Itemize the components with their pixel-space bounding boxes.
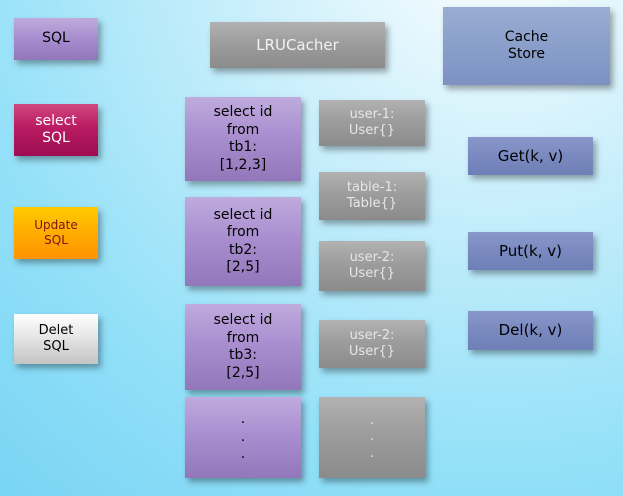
query-ellipsis-box: . . . xyxy=(185,397,301,478)
get-operation-label: Get(k, v) xyxy=(497,146,564,165)
select-sql-label: select SQL xyxy=(35,112,77,147)
del-operation-label: Del(k, v) xyxy=(498,321,563,340)
query-box-tb3-label: select id from tb3: [2,5] xyxy=(213,312,273,381)
cache-entry-user-2b-label: user-2: User{} xyxy=(348,327,396,359)
query-box-tb1: select id from tb1: [1,2,3] xyxy=(185,97,301,181)
sql-source-box: SQL xyxy=(14,18,98,60)
select-sql-box: select SQL xyxy=(14,104,98,156)
put-operation-label: Put(k, v) xyxy=(499,241,562,260)
query-ellipsis-label: . . . xyxy=(240,411,246,463)
query-box-tb2: select id from tb2: [2,5] xyxy=(185,197,301,286)
cache-entry-user-1: user-1: User{} xyxy=(319,100,425,146)
delete-sql-box: Delet SQL xyxy=(14,314,98,364)
update-sql-label: Update SQL xyxy=(34,218,78,247)
cache-store-title: Cache Store xyxy=(504,28,549,63)
cache-store-header: Cache Store xyxy=(443,7,610,85)
sql-source-label: SQL xyxy=(42,30,70,47)
put-operation-box: Put(k, v) xyxy=(468,232,593,270)
query-box-tb3: select id from tb3: [2,5] xyxy=(185,304,301,390)
del-operation-box: Del(k, v) xyxy=(468,311,593,350)
cache-entry-user-1-label: user-1: User{} xyxy=(348,106,396,138)
cache-entry-table-1: table-1: Table{} xyxy=(319,172,425,220)
delete-sql-label: Delet SQL xyxy=(38,322,74,354)
cache-entry-user-2a-label: user-2: User{} xyxy=(348,249,396,281)
get-operation-box: Get(k, v) xyxy=(468,137,593,175)
cache-entry-table-1-label: table-1: Table{} xyxy=(346,179,398,211)
update-sql-box: Update SQL xyxy=(14,207,98,259)
lru-cacher-title: LRUCacher xyxy=(256,35,339,54)
query-box-tb1-label: select id from tb1: [1,2,3] xyxy=(213,104,273,173)
lru-cacher-header: LRUCacher xyxy=(210,22,385,68)
cache-entry-ellipsis-box: . . . xyxy=(319,397,425,478)
cache-entry-user-2a: user-2: User{} xyxy=(319,241,425,291)
query-box-tb2-label: select id from tb2: [2,5] xyxy=(213,206,273,276)
cache-entry-ellipsis-label: . . . xyxy=(369,413,375,461)
cache-entry-user-2b: user-2: User{} xyxy=(319,320,425,368)
